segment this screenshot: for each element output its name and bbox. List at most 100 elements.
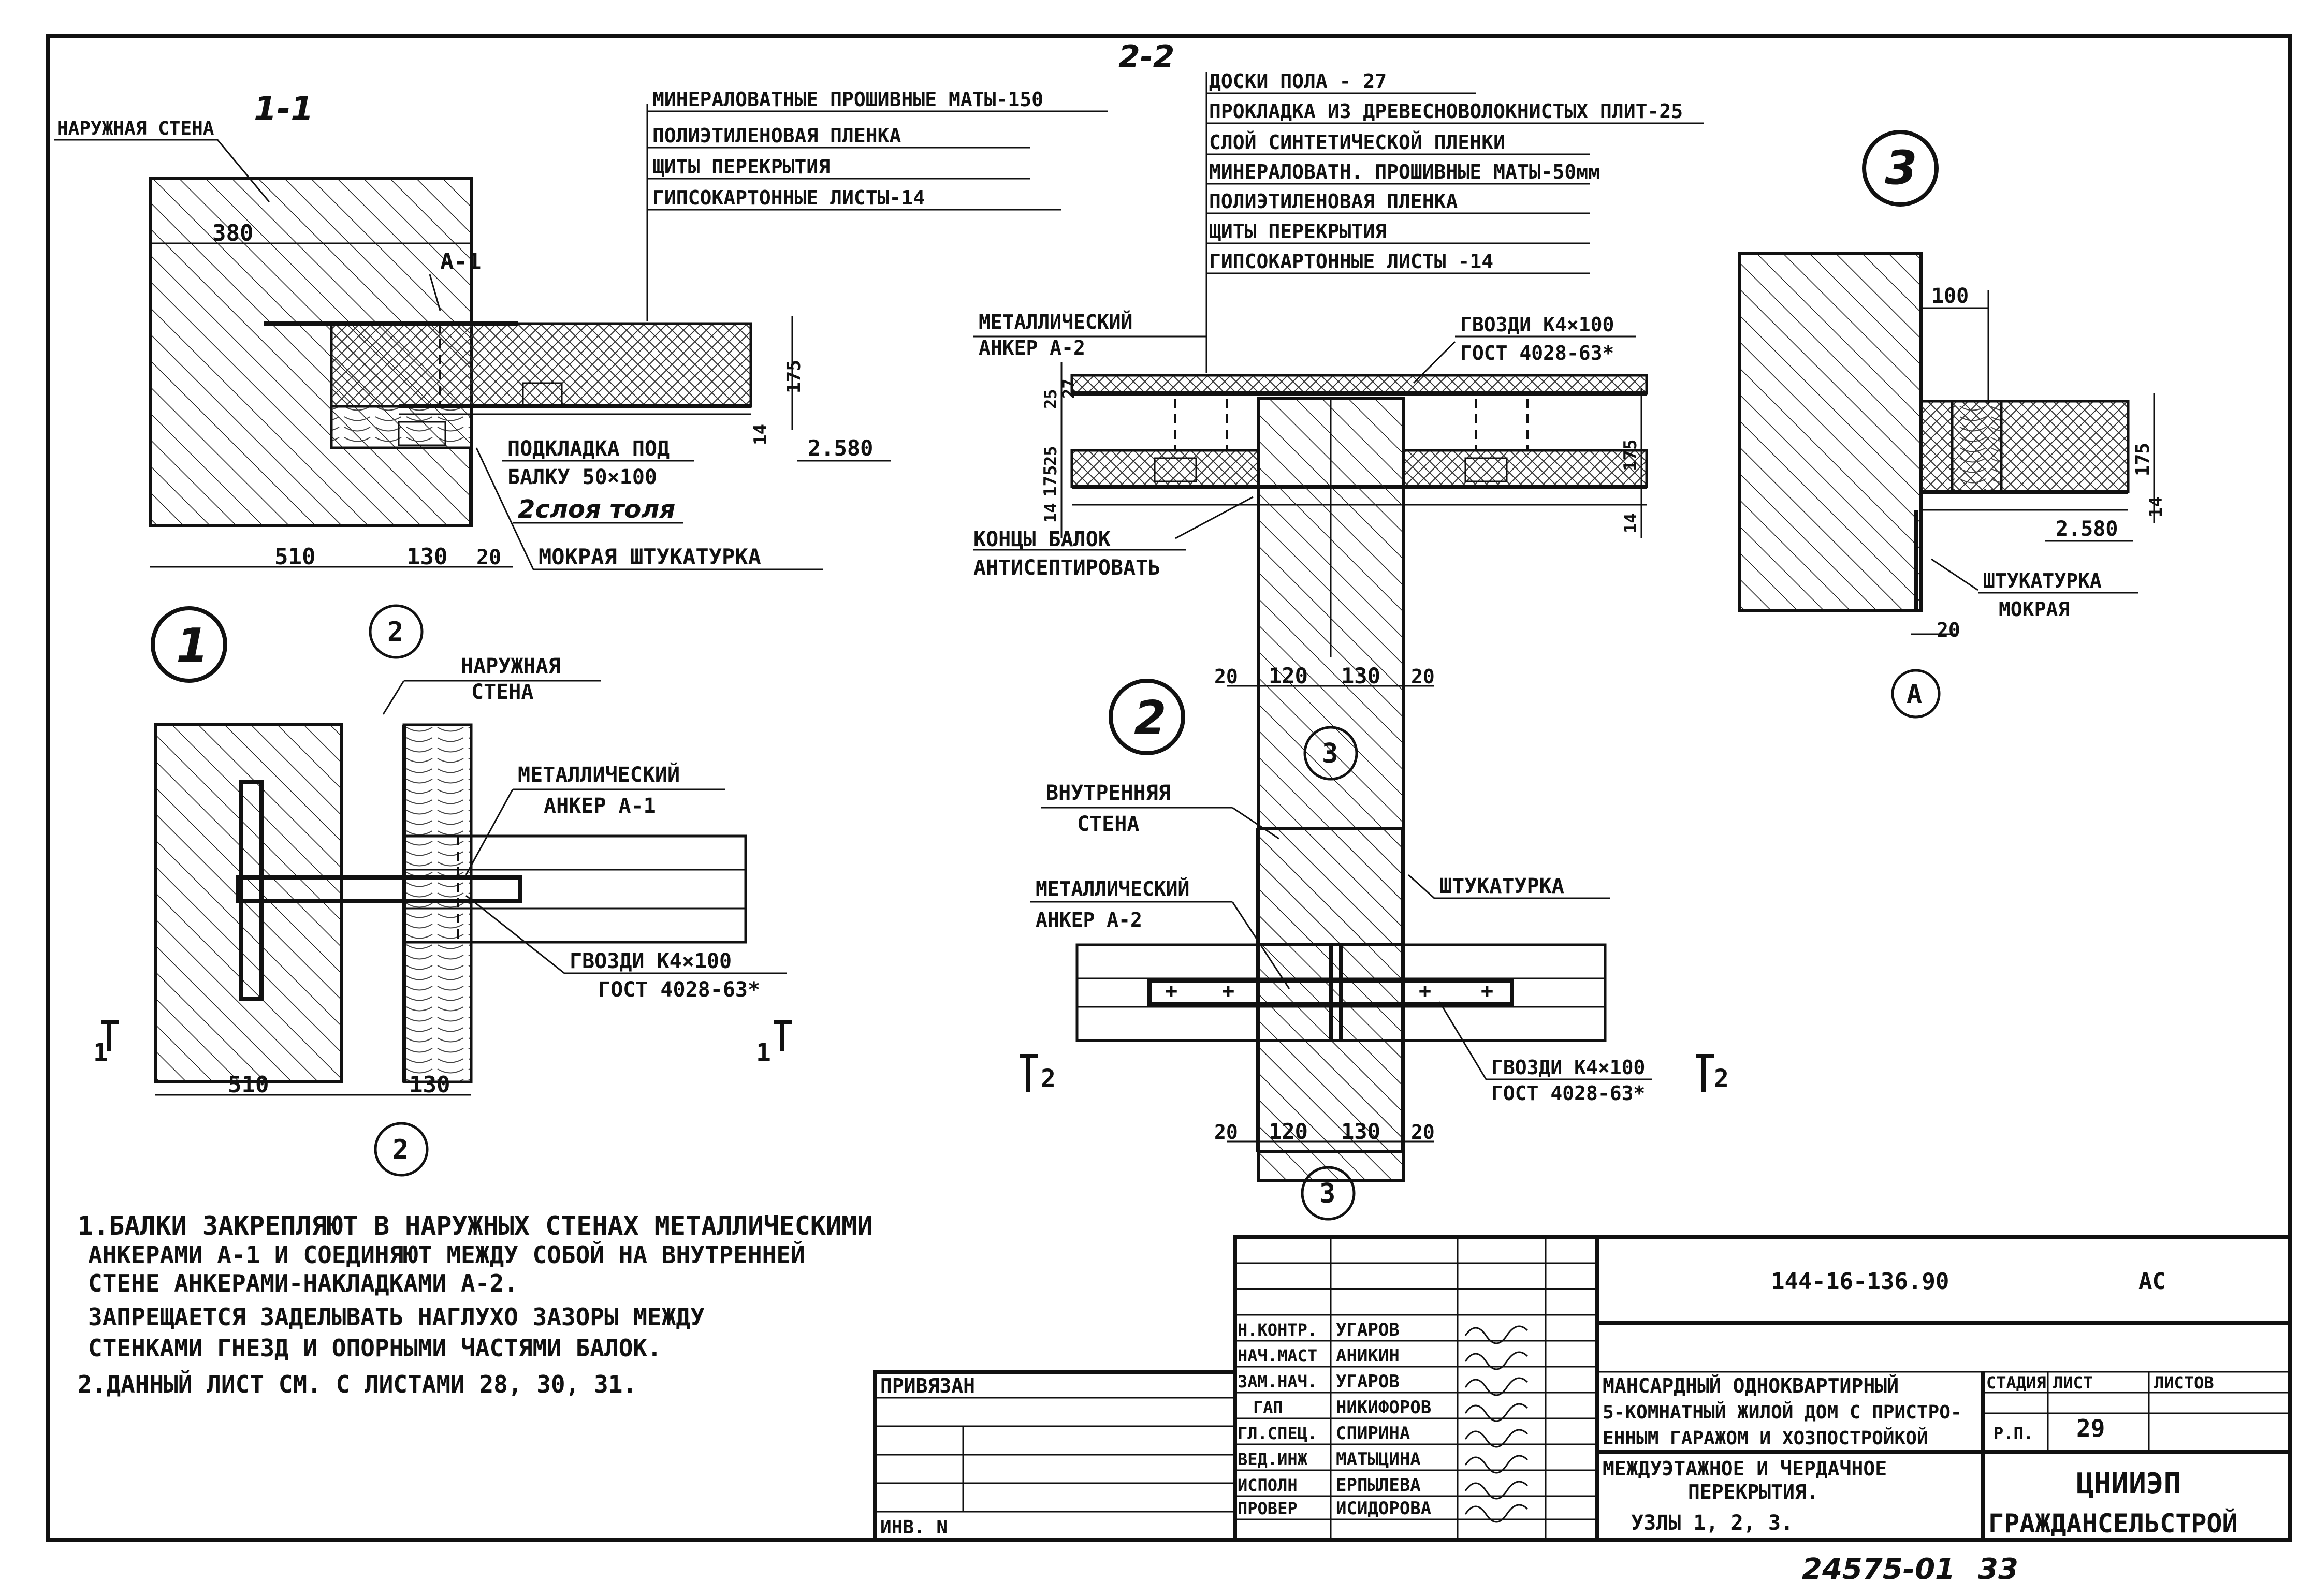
- svg-text:ВНУТРЕННЯЯ: ВНУТРЕННЯЯ: [1046, 781, 1171, 805]
- svg-text:1: 1: [756, 1038, 771, 1067]
- svg-text:2.ДАННЫЙ ЛИСТ СМ. С ЛИСТАМИ 28: 2.ДАННЫЙ ЛИСТ СМ. С ЛИСТАМИ 28, 30, 31.: [78, 1370, 637, 1398]
- svg-text:ИСПОЛН: ИСПОЛН: [1238, 1475, 1298, 1495]
- svg-text:ЕРПЫЛЕВА: ЕРПЫЛЕВА: [1336, 1475, 1421, 1496]
- svg-text:ПРОКЛАДКА ИЗ ДРЕВЕСНОВОЛОКНИСТ: ПРОКЛАДКА ИЗ ДРЕВЕСНОВОЛОКНИСТЫХ ПЛИТ-25: [1209, 100, 1683, 123]
- anchor-a1-label: А-1: [440, 248, 481, 275]
- svg-text:ИСИДОРОВА: ИСИДОРОВА: [1336, 1498, 1431, 1519]
- svg-text:175: 175: [783, 360, 805, 393]
- svg-text:ГИПСОКАРТОННЫЕ ЛИСТЫ -14: ГИПСОКАРТОННЫЕ ЛИСТЫ -14: [1209, 250, 1493, 273]
- svg-text:ГВОЗДИ К4×100: ГВОЗДИ К4×100: [570, 949, 732, 973]
- svg-text:ШТУКАТУРКА: ШТУКАТУРКА: [1983, 569, 2102, 592]
- signatures: [1464, 1325, 1529, 1523]
- section-2-2-title: 2-2: [1118, 39, 1174, 75]
- svg-text:СТЕНА: СТЕНА: [471, 680, 533, 704]
- svg-text:510: 510: [228, 1072, 269, 1098]
- svg-text:ГОСТ 4028-63*: ГОСТ 4028-63*: [1460, 342, 1614, 364]
- svg-text:АС: АС: [2138, 1268, 2166, 1295]
- node-2: 2 ВНУТРЕННЯЯ СТЕНА + + + + ШТУКАТУРКА МЕ…: [1020, 679, 1729, 1221]
- svg-text:АНТИСЕПТИРОВАТЬ: АНТИСЕПТИРОВАТЬ: [973, 556, 1160, 580]
- general-notes: 1.БАЛКИ ЗАКРЕПЛЯЮТ В НАРУЖНЫХ СТЕНАХ МЕТ…: [78, 1211, 872, 1398]
- svg-text:25: 25: [1041, 389, 1060, 409]
- svg-text:ГОСТ 4028-63*: ГОСТ 4028-63*: [598, 978, 760, 1002]
- title-block: ПРИВЯЗАН ИНВ. N Н.КОНТР. УГАРОВ НАЧ.МАСТ…: [873, 1235, 2292, 1586]
- svg-text:175: 175: [1040, 465, 1061, 497]
- svg-text:ПОЛИЭТИЛЕНОВАЯ ПЛЕНКА: ПОЛИЭТИЛЕНОВАЯ ПЛЕНКА: [1209, 190, 1458, 213]
- floor-boards: [1070, 374, 1648, 395]
- privyazan-label: ПРИВЯЗАН: [880, 1374, 975, 1397]
- node-1: 1 НАРУЖНАЯ СТЕНА МЕТАЛЛИЧЕСКИЙ АНКЕР А-1…: [93, 606, 792, 1177]
- svg-text:ГВОЗДИ К4×100: ГВОЗДИ К4×100: [1491, 1056, 1645, 1079]
- svg-text:ИНВ. N: ИНВ. N: [880, 1517, 948, 1538]
- svg-text:ЗАМ.НАЧ.: ЗАМ.НАЧ.: [1238, 1372, 1317, 1392]
- svg-text:АНИКИН: АНИКИН: [1336, 1345, 1400, 1366]
- svg-text:2: 2: [387, 617, 403, 648]
- svg-text:МОКРАЯ: МОКРАЯ: [1999, 598, 2070, 621]
- svg-text:29: 29: [2076, 1414, 2105, 1442]
- svg-text:ПРОВЕР: ПРОВЕР: [1238, 1499, 1298, 1518]
- svg-text:1: 1: [176, 619, 209, 673]
- svg-text:Н.КОНТР.: Н.КОНТР.: [1238, 1320, 1317, 1340]
- svg-text:СТЕНА: СТЕНА: [1077, 812, 1139, 836]
- svg-text:АНКЕР А-1: АНКЕР А-1: [544, 794, 656, 818]
- svg-text:ЩИТЫ ПЕРЕКРЫТИЯ: ЩИТЫ ПЕРЕКРЫТИЯ: [652, 155, 830, 178]
- svg-text:27: 27: [1059, 378, 1079, 399]
- svg-text:ЛИСТОВ: ЛИСТОВ: [2154, 1373, 2214, 1393]
- doc-code: 144-16-136.90: [1771, 1268, 1949, 1295]
- svg-text:3: 3: [1322, 738, 1338, 769]
- anchor-a2: [1147, 979, 1514, 1006]
- svg-text:СТАДИЯ: СТАДИЯ: [1986, 1373, 2046, 1393]
- svg-text:АНКЕРАМИ А-1 И СОЕДИНЯЮТ МЕЖДУ: АНКЕРАМИ А-1 И СОЕДИНЯЮТ МЕЖДУ СОБОЙ НА …: [88, 1241, 805, 1269]
- svg-text:МЕЖДУЭТАЖНОЕ И ЧЕРДАЧНОЕ: МЕЖДУЭТАЖНОЕ И ЧЕРДАЧНОЕ: [1603, 1457, 1887, 1480]
- svg-text:МЕТАЛЛИЧЕСКИЙ: МЕТАЛЛИЧЕСКИЙ: [1036, 877, 1189, 900]
- svg-text:Р.П.: Р.П.: [1994, 1424, 2033, 1443]
- svg-text:БАЛКУ 50×100: БАЛКУ 50×100: [507, 465, 657, 489]
- svg-text:20: 20: [1411, 1121, 1435, 1144]
- svg-text:5-КОМНАТНЫЙ ЖИЛОЙ ДОМ С ПРИСТР: 5-КОМНАТНЫЙ ЖИЛОЙ ДОМ С ПРИСТРО-: [1603, 1401, 1962, 1423]
- svg-text:120: 120: [1269, 1119, 1308, 1144]
- svg-text:510: 510: [274, 544, 315, 570]
- svg-text:ГВОЗДИ К4×100: ГВОЗДИ К4×100: [1460, 313, 1614, 336]
- svg-text:120: 120: [1269, 663, 1308, 689]
- svg-text:130: 130: [409, 1072, 450, 1098]
- node-1-wall: [154, 723, 343, 1083]
- svg-text:20: 20: [1411, 665, 1435, 688]
- svg-text:АНКЕР А-2: АНКЕР А-2: [1036, 909, 1142, 931]
- beam-end: [330, 405, 473, 449]
- svg-text:ВЕД.ИНЖ: ВЕД.ИНЖ: [1238, 1449, 1308, 1469]
- svg-text:ГАП: ГАП: [1253, 1398, 1283, 1417]
- section-2-2: 2-2 ДОСКИ ПОЛА - 27 ПРОКЛАДКА ИЗ ДРЕВЕСН…: [973, 39, 1704, 1182]
- svg-text:14: 14: [750, 424, 771, 445]
- svg-text:1.БАЛКИ ЗАКРЕПЛЯЮТ В НАРУЖНЫХ: 1.БАЛКИ ЗАКРЕПЛЯЮТ В НАРУЖНЫХ СТЕНАХ МЕТ…: [78, 1211, 872, 1241]
- svg-text:175: 175: [1620, 440, 1641, 471]
- svg-text:2слоя толя: 2слоя толя: [518, 495, 675, 524]
- svg-text:100: 100: [1931, 284, 1969, 308]
- svg-text:ЕННЫМ ГАРАЖОМ И ХОЗПОСТРОЙКОЙ: ЕННЫМ ГАРАЖОМ И ХОЗПОСТРОЙКОЙ: [1603, 1427, 1928, 1449]
- svg-text:МИНЕРАЛОВАТНЫЕ ПРОШИВНЫЕ МАТЫ-: МИНЕРАЛОВАТНЫЕ ПРОШИВНЫЕ МАТЫ-150: [652, 88, 1043, 111]
- svg-text:ГОСТ 4028-63*: ГОСТ 4028-63*: [1491, 1082, 1645, 1105]
- anchor-a1: [236, 875, 522, 903]
- layer-callouts-2-2: ДОСКИ ПОЛА - 27 ПРОКЛАДКА ИЗ ДРЕВЕСНОВОЛ…: [1205, 70, 1704, 373]
- svg-text:ДОСКИ ПОЛА - 27: ДОСКИ ПОЛА - 27: [1209, 70, 1387, 93]
- dim-380: 380: [212, 220, 253, 246]
- svg-text:130: 130: [1341, 663, 1380, 689]
- svg-text:2: 2: [1041, 1064, 1056, 1093]
- outer-wall-label: НАРУЖНАЯ СТЕНА: [57, 118, 214, 139]
- svg-text:20: 20: [476, 546, 501, 569]
- svg-text:ЦНИИЭП: ЦНИИЭП: [2076, 1467, 2181, 1501]
- svg-text:20: 20: [1214, 665, 1238, 688]
- svg-text:НАРУЖНАЯ: НАРУЖНАЯ: [461, 654, 561, 678]
- svg-text:+: +: [1419, 979, 1431, 1003]
- svg-text:175: 175: [2132, 443, 2154, 476]
- svg-text:МАНСАРДНЫЙ ОДНОКВАРТИРНЫЙ: МАНСАРДНЫЙ ОДНОКВАРТИРНЫЙ: [1603, 1374, 1899, 1397]
- svg-text:ЩИТЫ ПЕРЕКРЫТИЯ: ЩИТЫ ПЕРЕКРЫТИЯ: [1209, 220, 1387, 243]
- layer-callouts-1-1: МИНЕРАЛОВАТНЫЕ ПРОШИВНЫЕ МАТЫ-150 ПОЛИЭТ…: [646, 88, 1108, 321]
- svg-text:14: 14: [1041, 503, 1060, 523]
- svg-text:МАТЫЦИНА: МАТЫЦИНА: [1336, 1449, 1421, 1470]
- svg-text:УГАРОВ: УГАРОВ: [1336, 1371, 1400, 1392]
- svg-text:130: 130: [1341, 1119, 1380, 1144]
- svg-text:ЛИСТ: ЛИСТ: [2053, 1373, 2093, 1393]
- page-number: 33: [1978, 1553, 2018, 1586]
- svg-text:МИНЕРАЛОВАТН. ПРОШИВНЫЕ МАТЫ-5: МИНЕРАЛОВАТН. ПРОШИВНЫЕ МАТЫ-50мм: [1209, 160, 1600, 183]
- svg-text:ГРАЖДАНСЕЛЬСТРОЙ: ГРАЖДАНСЕЛЬСТРОЙ: [1988, 1508, 2238, 1539]
